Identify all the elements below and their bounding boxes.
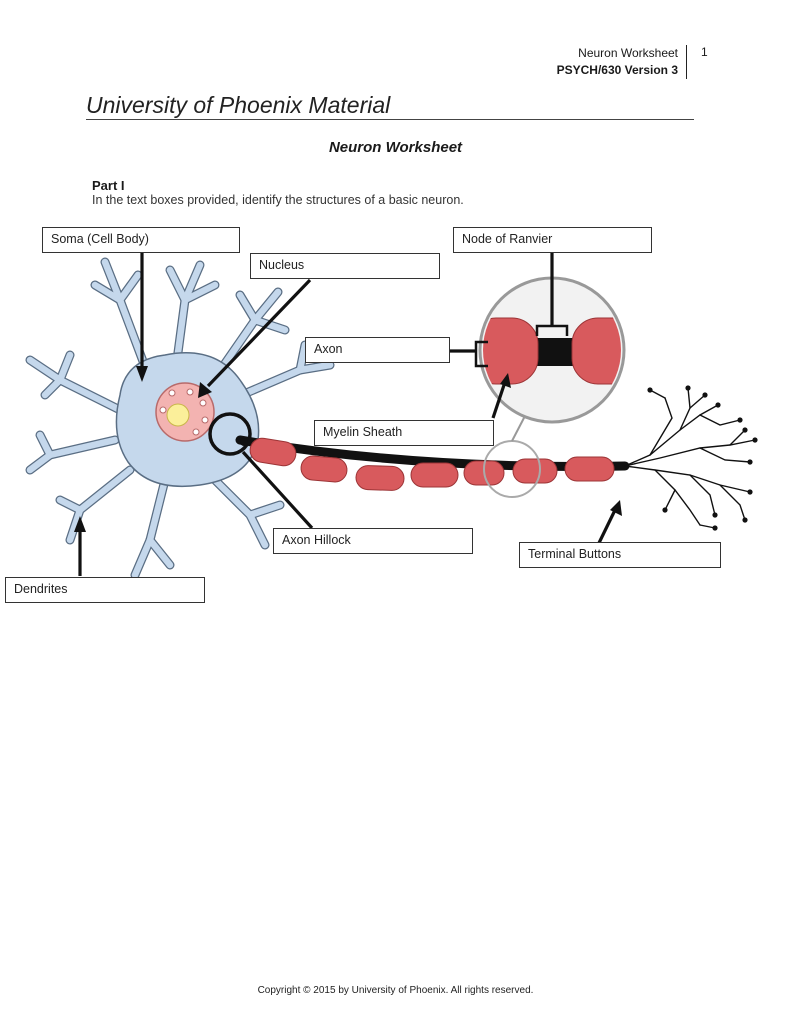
part-instructions: In the text boxes provided, identify the… [92,193,464,207]
title-divider [86,119,694,120]
nucleus [155,382,215,442]
copyright-footer: Copyright © 2015 by University of Phoeni… [257,985,534,996]
label-axon: Axon [305,337,450,363]
axon-hillock-dot [240,438,248,446]
header-doc-title: Neuron Worksheet [578,46,678,60]
page-number: 1 [701,45,708,59]
label-terminal-buttons: Terminal Buttons [519,542,721,568]
terminal-buttons [647,385,758,531]
label-dendrites: Dendrites [5,577,205,603]
arrowheads [74,366,622,532]
label-nucleus: Nucleus [250,253,440,279]
worksheet-title: Neuron Worksheet [328,139,463,156]
running-header: Neuron Worksheet PSYCH/630 Version 3 [557,45,687,79]
label-soma: Soma (Cell Body) [42,227,240,253]
label-node-of-ranvier: Node of Ranvier [453,227,652,253]
magnified-node-inset [478,276,626,424]
label-axon-hillock: Axon Hillock [273,528,473,554]
axon-hillock-marker [208,412,252,456]
label-myelin-sheath: Myelin Sheath [314,420,494,446]
terminal-branches [624,387,756,529]
part-heading: Part I [92,178,125,193]
header-course: PSYCH/630 Version 3 [556,63,678,77]
dendrites [25,257,335,580]
leader-lines [78,252,618,576]
magnify-connector [511,413,527,442]
university-title: University of Phoenix Material [86,92,391,118]
neuron-diagram [25,252,758,580]
